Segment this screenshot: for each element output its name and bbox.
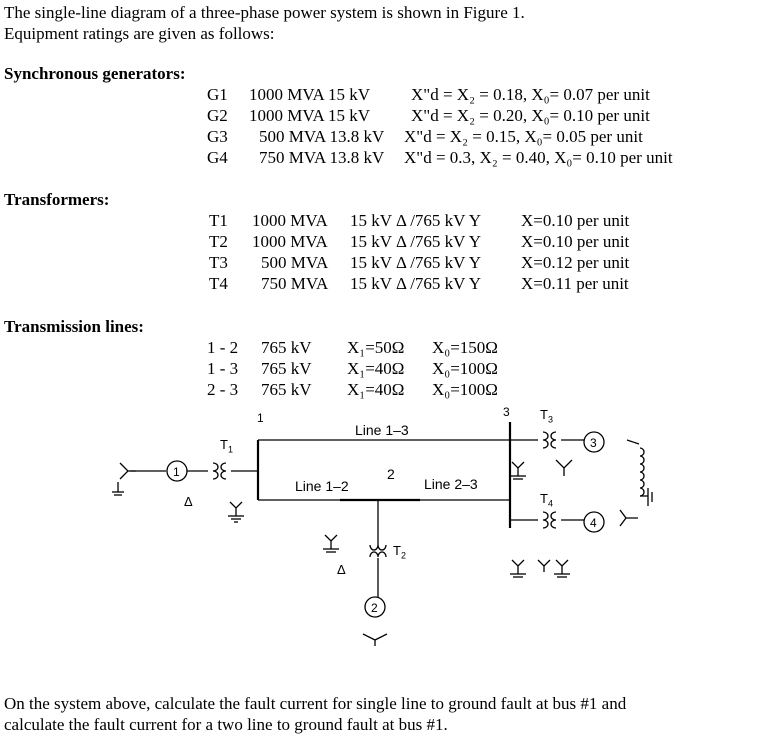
t4-label: T4	[540, 491, 553, 509]
intro-line-1: The single-line diagram of a three-phase…	[4, 3, 525, 22]
t1-label: T1	[220, 437, 233, 455]
question-line-1: On the system above, calculate the fault…	[4, 694, 627, 713]
t1-winding-b	[220, 462, 227, 480]
t1-delta-symbol: Δ	[184, 494, 193, 509]
question-line-2: calculate the fault current for a two li…	[4, 715, 448, 734]
neutral-reactor-coil	[639, 447, 645, 497]
t1-winding-a	[212, 462, 219, 480]
t2-winding-a	[369, 544, 387, 551]
bus-1-label: 1	[257, 411, 264, 425]
bus-3-label: 3	[503, 405, 510, 419]
t4-winding-b	[550, 511, 557, 529]
intro-line-2: Equipment ratings are given as follows:	[4, 24, 275, 43]
t3-label: T3	[540, 407, 553, 425]
t2-label: T2	[393, 543, 406, 561]
line-1-2-label: Line 1–2	[295, 478, 349, 494]
bus-2-label: 2	[387, 466, 395, 482]
line-2-3-label: Line 2–3	[424, 476, 478, 492]
generator-4-label: 4	[590, 516, 597, 530]
generator-3-label: 3	[590, 436, 597, 450]
line-1-3-label: Line 1–3	[355, 422, 409, 438]
generator-4-circle	[583, 511, 605, 533]
generator-1-label: 1	[173, 465, 180, 479]
t3-winding-a	[542, 431, 549, 449]
t4-winding-a	[542, 511, 549, 529]
generators-heading: Synchronous generators:	[4, 64, 186, 83]
generator-3-circle	[583, 431, 605, 453]
lines-heading: Transmission lines:	[4, 317, 144, 336]
t2-winding-b	[369, 551, 387, 558]
generator-2-circle	[364, 596, 386, 618]
t3-winding-b	[550, 431, 557, 449]
transformers-heading: Transformers:	[4, 190, 110, 209]
generator-2-label: 2	[371, 601, 378, 615]
t2-delta-symbol: Δ	[337, 562, 346, 577]
